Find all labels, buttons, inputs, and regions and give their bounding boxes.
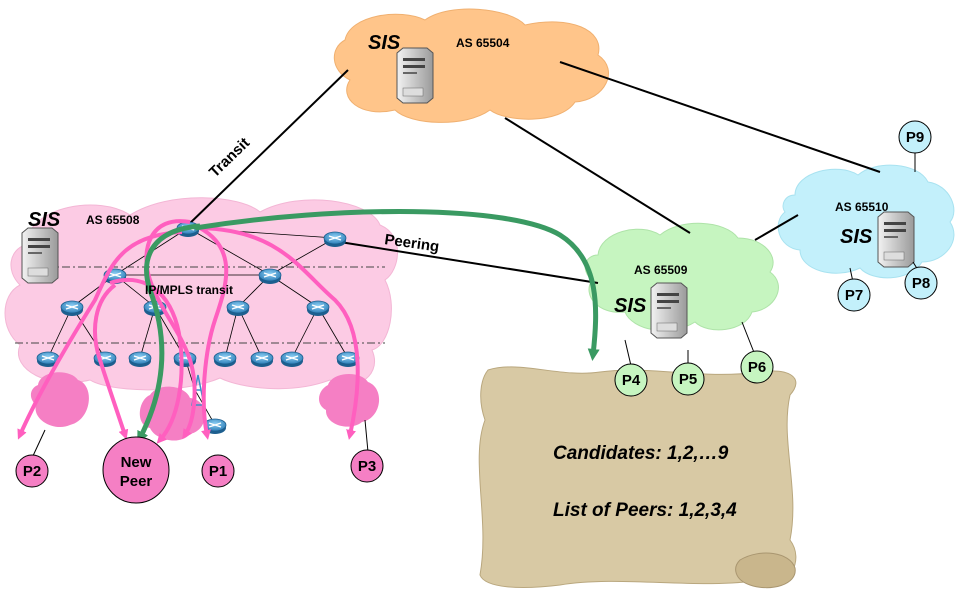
link-65504-65510 [559,61,881,173]
peer-node-p2 [15,454,49,488]
router-icon [258,268,282,285]
router-icon [306,300,330,317]
server-icon [877,211,915,268]
as-label-65508: AS 65508 [86,213,140,227]
candidates-text: Candidates: 1,2,…9 [553,443,729,464]
link-65509-65510 [754,214,799,241]
peer-label-p7: P7 [845,287,863,304]
as-label-65504: AS 65504 [456,36,510,50]
link-65504-65509 [504,117,691,234]
peer-label-p9: P9 [906,129,924,146]
as-label-65509: AS 65509 [634,263,688,277]
router-icon [60,300,84,317]
peer-node-p6 [740,350,774,384]
router-icon [280,351,304,368]
server-icon [396,47,434,104]
list-of-peers-text: List of Peers: 1,2,3,4 [553,500,737,521]
cloud-p3-site [319,374,380,427]
new-peer-label-line2: Peer [120,473,153,490]
peer-label-p2: P2 [23,463,41,480]
sis-label-65510: SIS [840,226,873,248]
as-label-65510: AS 65510 [835,200,889,214]
peer-node-p3 [350,449,384,483]
router-icon [323,231,347,248]
router-icon [213,351,237,368]
peer-node-new [102,436,170,504]
transit-network-label: IP/MPLS transit [145,283,233,297]
router-icon [250,351,274,368]
sis-label-65509: SIS [614,295,647,317]
peer-label-p3: P3 [358,458,376,475]
peer-label-p8: P8 [912,275,930,292]
peer-label-p4: P4 [622,372,641,389]
link-peering [339,241,599,284]
cloud-as65508 [4,197,398,391]
peer-node-p9 [898,120,932,154]
peer-node-p5 [671,362,705,396]
server-icon [650,282,688,339]
new-peer-label-line1: New [121,454,152,471]
peer-label-p6: P6 [748,359,766,376]
peer-label-p5: P5 [679,371,697,388]
peer-node-p1 [201,454,235,488]
peer-node-p4 [614,363,648,397]
scroll-curl [735,552,796,589]
cloud-as65510 [777,164,955,279]
pink-paths [17,219,360,444]
transit-link-label: Transit [206,134,253,180]
router-icon [226,300,250,317]
link-transit [184,69,349,229]
server-icon [21,227,59,284]
sis-label-65504: SIS [368,32,401,54]
router-icon [128,351,152,368]
scroll-background [478,366,797,589]
peer-label-p1: P1 [209,463,227,480]
green-path [137,209,600,444]
sis-label-65508: SIS [28,209,61,231]
cloud-as65504 [333,8,609,123]
peer-node-p7 [837,278,871,312]
peer-node-p8 [904,266,938,300]
